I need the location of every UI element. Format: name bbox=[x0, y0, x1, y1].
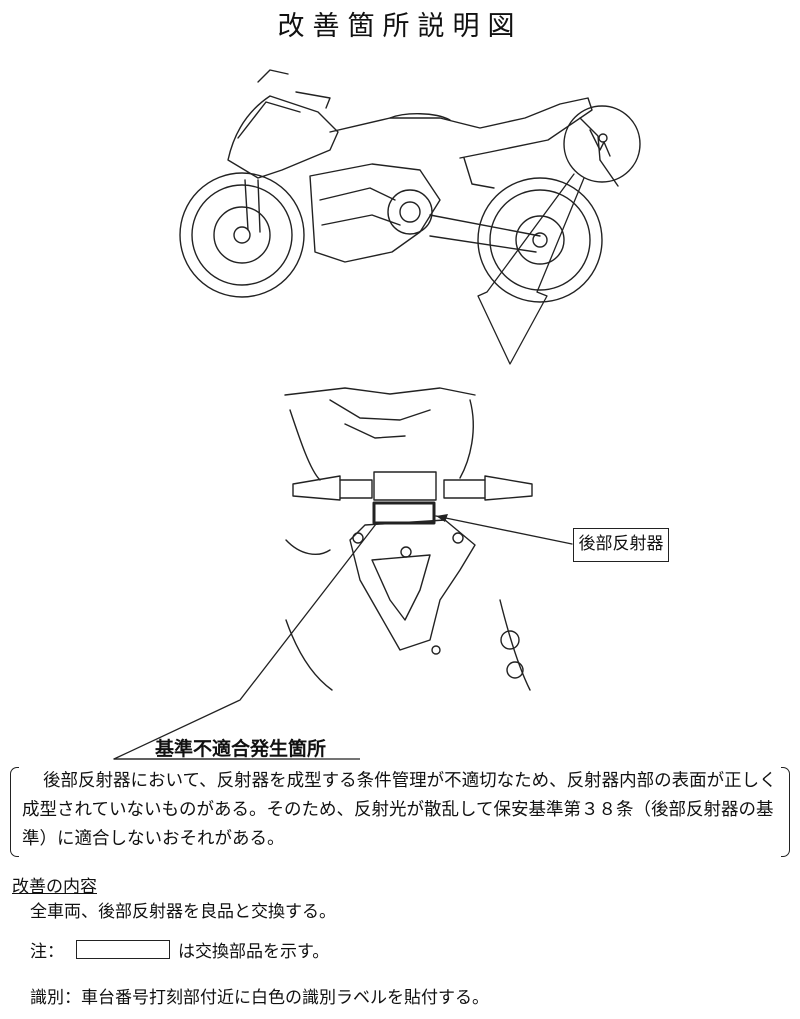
turn-signal-right bbox=[443, 475, 533, 501]
note-prefix: 注： bbox=[30, 942, 64, 962]
zoom-arrow-icon bbox=[477, 173, 585, 365]
nonconformity-underline bbox=[114, 758, 360, 760]
identification-text: 識別：車台番号打刻部付近に白色の識別ラベルを貼付する。 bbox=[30, 988, 489, 1008]
license-bracket bbox=[349, 519, 476, 651]
nonconformity-pointer-line bbox=[240, 523, 377, 700]
description-block: 後部反射器において、反射器を成型する条件管理が不適切なため、反射器内部の表面が正… bbox=[10, 767, 790, 857]
note-line: 注： は交換部品を示す。 bbox=[30, 937, 329, 962]
page-title: 改善箇所説明図 bbox=[277, 11, 523, 42]
motorcycle-body bbox=[227, 69, 619, 263]
tail-light bbox=[373, 471, 437, 501]
rear-reflector-highlight bbox=[372, 501, 436, 525]
right-bracket bbox=[781, 767, 790, 857]
left-bracket bbox=[10, 767, 19, 857]
replacement-part-legend-box bbox=[76, 940, 170, 959]
front-wheel bbox=[179, 172, 305, 298]
description-text: 後部反射器において、反射器を成型する条件管理が不適切なため、反射器内部の表面が正… bbox=[22, 771, 777, 849]
turn-signal-left bbox=[292, 475, 373, 501]
zoom-circle bbox=[563, 105, 641, 183]
reflector-pointer-line bbox=[435, 515, 573, 545]
nonconformity-location-label: 基準不適合発生箇所 bbox=[155, 738, 327, 760]
rear-reflector-label: 後部反射器 bbox=[573, 528, 669, 562]
detail-bodywork bbox=[284, 387, 531, 691]
reflector-arrowhead-icon bbox=[436, 514, 448, 522]
note-suffix: は交換部品を示す。 bbox=[178, 942, 330, 962]
rear-detail-illustration bbox=[240, 387, 573, 700]
rear-wheel bbox=[477, 177, 603, 303]
motorcycle-illustration bbox=[179, 69, 641, 365]
improvement-heading: 改善の内容 bbox=[12, 877, 97, 897]
improvement-body: 全車両、後部反射器を良品と交換する。 bbox=[30, 902, 336, 922]
